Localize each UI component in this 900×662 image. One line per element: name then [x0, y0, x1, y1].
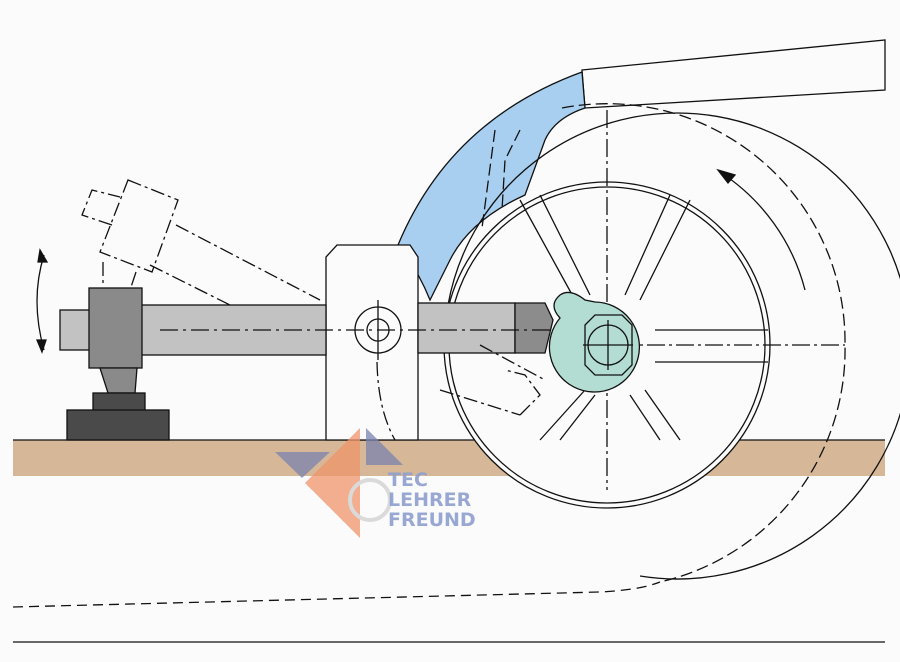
ground-band: [13, 440, 885, 476]
bar-tip: [514, 302, 554, 354]
vise-neck: [99, 367, 138, 394]
upper-arm: [581, 39, 886, 109]
guard-hidden-lines: [481, 129, 521, 229]
watermark-line-3: FREUND: [388, 509, 476, 531]
arrow-down-icon: [36, 339, 47, 354]
vise-base: [66, 409, 170, 441]
blue-guard: [397, 71, 586, 302]
phantom-cam-follower: [439, 344, 546, 416]
support-pillar: [325, 244, 419, 441]
watermark-line-2: LEHRER: [388, 489, 472, 511]
watermark-line-1: TEC: [388, 469, 428, 491]
bar-end: [59, 309, 91, 351]
outer-dashed-arc: [561, 103, 846, 583]
gear-icon: [348, 478, 392, 522]
vise-base-top: [92, 392, 146, 412]
watermark-text: TEC LEHRER FREUND: [388, 470, 476, 530]
base-dashed-line: [12, 581, 661, 608]
main-bar-right: [417, 302, 516, 354]
pivot-swing-arc: [376, 361, 396, 441]
rotation-arc: [719, 171, 806, 291]
watermark-logo: [275, 428, 403, 538]
outer-wheel-arc: [447, 112, 900, 580]
wheel-spokes: [519, 194, 768, 441]
tilt-arc: [36, 254, 45, 351]
rotation-arrow-icon: [716, 168, 737, 185]
arrow-up-icon: [37, 248, 49, 263]
vise-clamp: [88, 287, 143, 369]
hub-hex: [584, 314, 633, 376]
